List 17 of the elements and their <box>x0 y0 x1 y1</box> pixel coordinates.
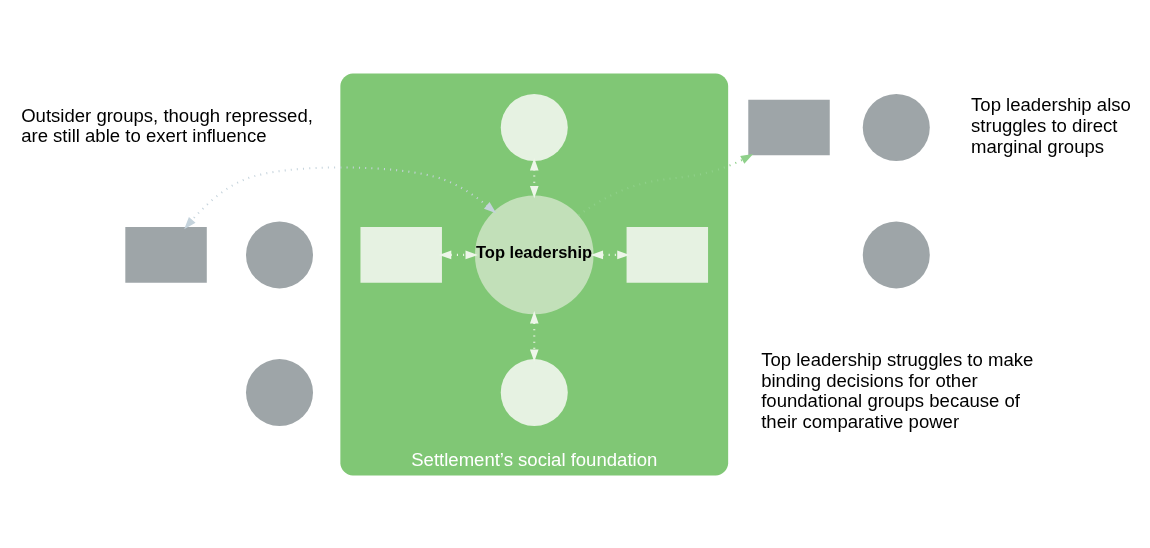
node-circle <box>862 220 930 288</box>
node-box <box>748 99 830 155</box>
node-box <box>626 226 709 283</box>
node-circle: Top leadership <box>474 195 594 314</box>
node-circle <box>500 358 568 426</box>
node-box <box>360 226 442 283</box>
label: Outsider groups, though repressed, are still able to exert influence <box>21 104 313 146</box>
node-circle <box>862 93 930 161</box>
node-box <box>125 226 207 283</box>
node-circle <box>246 358 313 426</box>
node-circle <box>246 220 313 288</box>
node-circle <box>500 93 568 161</box>
label: Top leadership also struggles to direct marginal groups <box>971 93 1131 157</box>
arrow <box>184 165 497 229</box>
arrow <box>529 310 539 362</box>
label: Top leadership struggles to make binding decisions for other foundational groups because of their comparative power <box>761 348 1034 432</box>
arrow <box>578 153 754 216</box>
